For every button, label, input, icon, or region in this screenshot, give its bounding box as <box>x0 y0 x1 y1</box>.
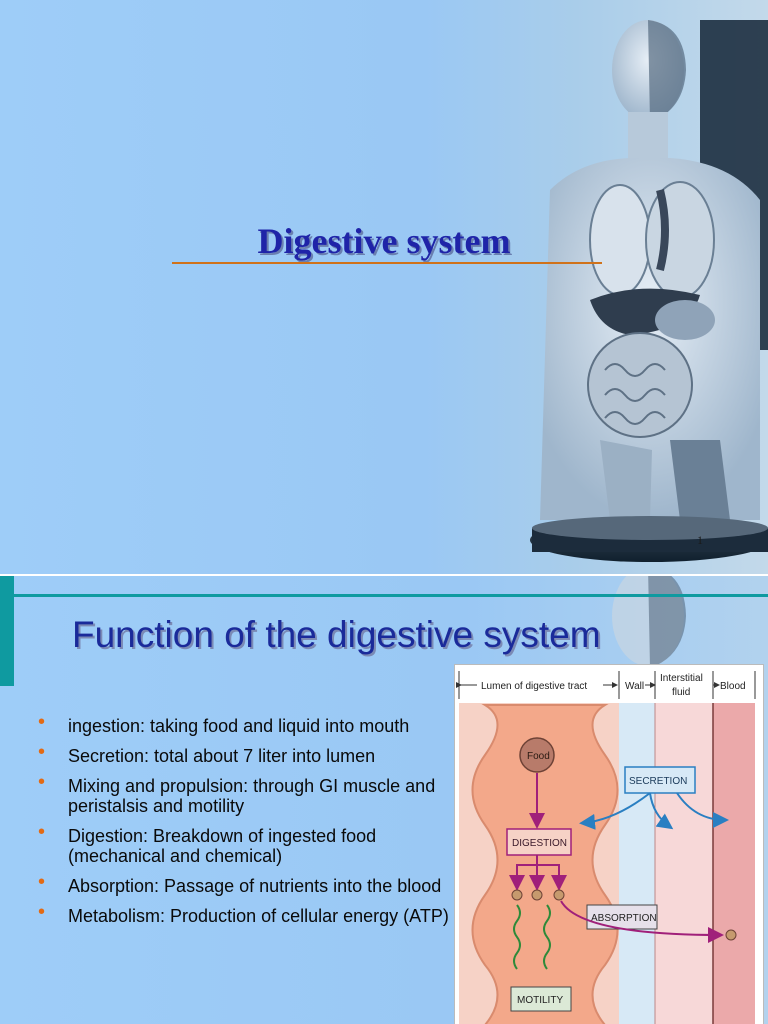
list-item: •Metabolism: Production of cellular ener… <box>38 901 449 926</box>
title-slide: Digestive system 1 <box>0 0 768 576</box>
food-label: Food <box>527 751 550 762</box>
list-item: •Secretion: total about 7 liter into lum… <box>38 741 376 766</box>
digestive-process-diagram: Lumen of digestive tract Wall Interstiti… <box>454 664 764 1024</box>
bullet-icon: • <box>38 741 46 763</box>
bullet-icon: • <box>38 771 46 793</box>
torso-model-faded-image <box>612 576 686 668</box>
bullet-icon: • <box>38 871 46 893</box>
page-number: 1 <box>697 533 703 547</box>
function-bullet-list: •ingestion: taking food and liquid into … <box>36 711 456 936</box>
header-blood: Blood <box>720 681 746 692</box>
bullet-icon: • <box>38 821 46 843</box>
list-item: •Absorption: Passage of nutrients into t… <box>38 871 442 896</box>
list-item: •Mixing and propulsion: through GI muscl… <box>38 771 436 816</box>
function-slide: Function of the digestive system •ingest… <box>0 576 768 1024</box>
bullet-icon: • <box>38 711 46 733</box>
header-interstitial-fluid: fluid <box>672 687 690 698</box>
list-item: •ingestion: taking food and liquid into … <box>38 711 410 736</box>
anatomical-torso-model-image <box>530 20 768 562</box>
accent-bar <box>0 576 14 686</box>
absorption-label: ABSORPTION <box>591 913 657 924</box>
motility-label: MOTILITY <box>517 995 563 1006</box>
header-lumen: Lumen of digestive tract <box>481 681 587 692</box>
header-interstitial: Interstitial <box>660 673 703 684</box>
list-item: •Digestion: Breakdown of ingested food (… <box>38 821 377 866</box>
digestion-label: DIGESTION <box>512 838 567 849</box>
header-wall: Wall <box>625 681 644 692</box>
bullet-icon: • <box>38 901 46 923</box>
title-underline <box>172 262 602 264</box>
secretion-label: SECRETION <box>629 776 687 787</box>
title-rule-line <box>14 594 768 597</box>
slide-title: Digestive system <box>257 221 511 261</box>
slide-title: Function of the digestive system <box>72 614 601 655</box>
